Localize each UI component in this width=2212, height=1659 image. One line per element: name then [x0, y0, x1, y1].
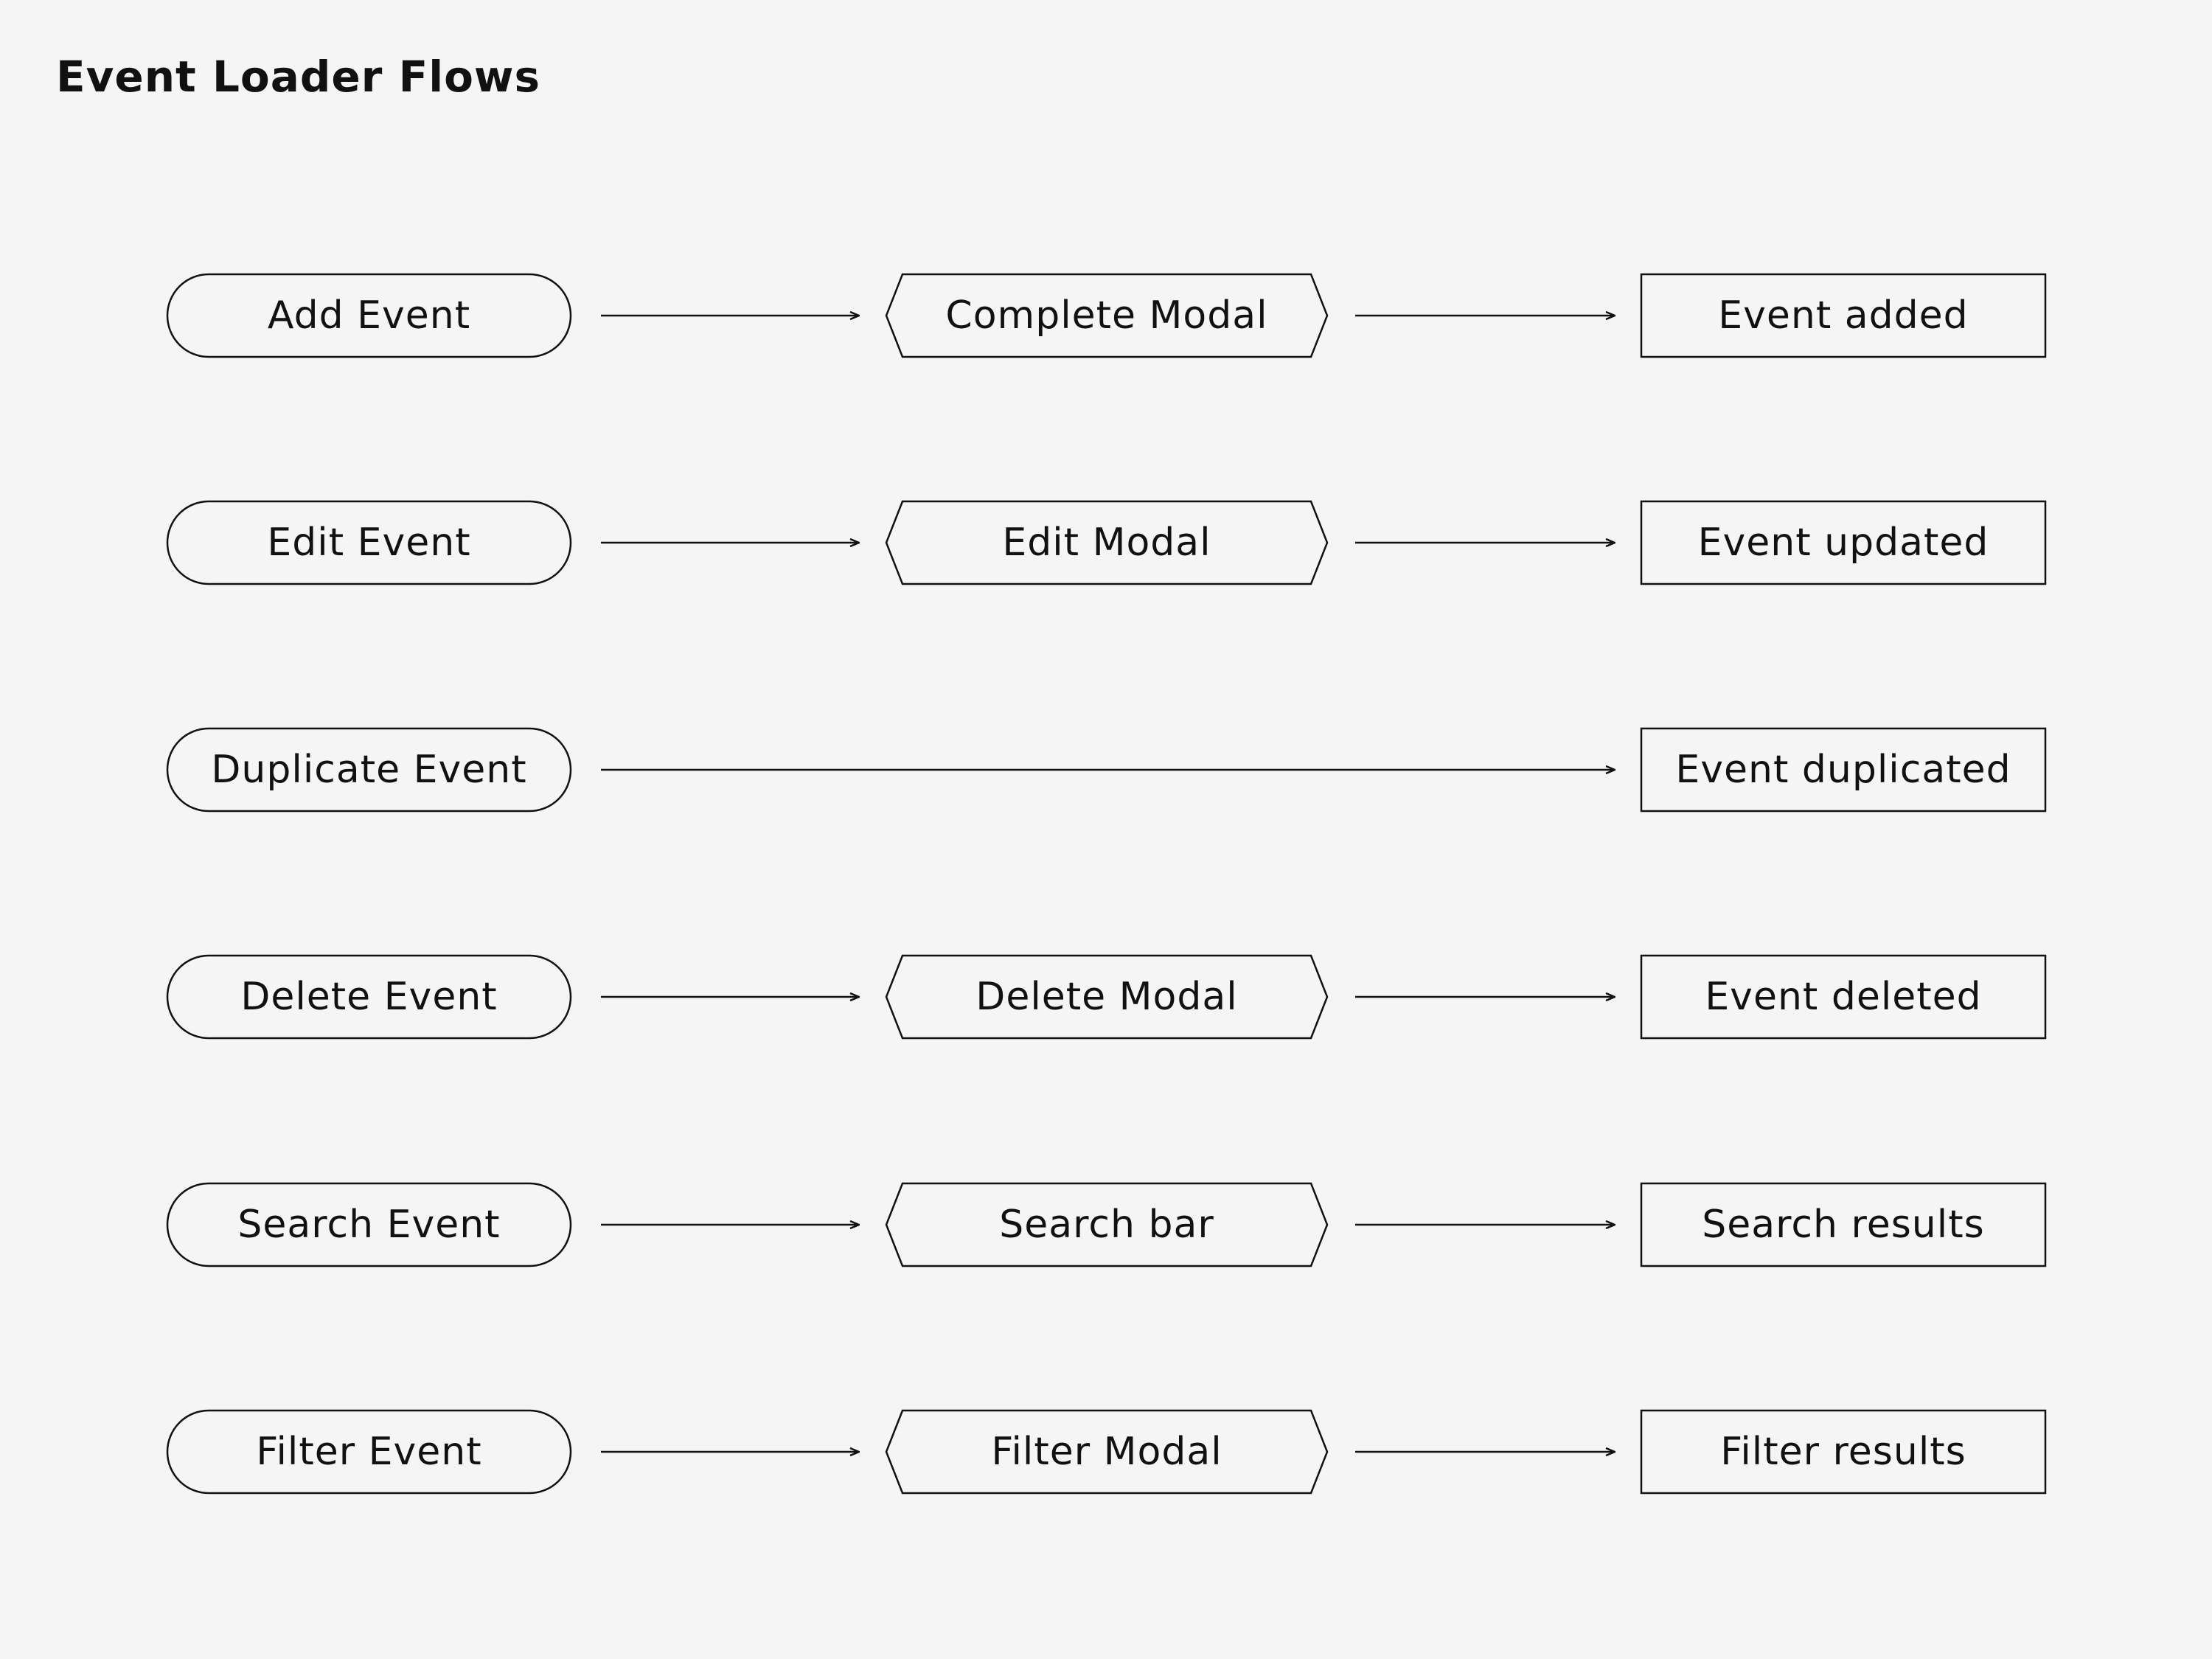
modal-label: Search bar	[999, 1203, 1214, 1247]
result-label: Event added	[1718, 293, 1968, 338]
result-node	[1640, 500, 2047, 585]
flow-row: Edit Event Edit Modal Event updated	[166, 500, 2047, 585]
result-label: Event updated	[1698, 521, 1989, 565]
trigger-label: Filter Event	[256, 1430, 481, 1474]
modal-node	[885, 273, 1329, 358]
modal-node	[885, 1182, 1329, 1267]
result-node	[1640, 273, 2047, 358]
flow-row: Delete Event Delete Modal Event deleted	[166, 954, 2047, 1040]
modal-node	[885, 954, 1329, 1040]
result-label: Filter results	[1720, 1430, 1966, 1474]
modal-label: Delete Modal	[975, 975, 1237, 1019]
result-node	[1640, 954, 2047, 1040]
trigger-node	[166, 1182, 572, 1267]
result-node	[1640, 727, 2047, 813]
result-label: Search results	[1702, 1203, 1984, 1247]
trigger-label: Edit Event	[267, 521, 470, 565]
trigger-node	[166, 954, 572, 1040]
trigger-node	[166, 273, 572, 358]
result-node	[1640, 1409, 2047, 1495]
trigger-label: Duplicate Event	[211, 748, 526, 792]
result-node	[1640, 1182, 2047, 1267]
trigger-label: Delete Event	[240, 975, 497, 1019]
modal-label: Edit Modal	[1002, 521, 1211, 565]
result-label: Event deleted	[1705, 975, 1981, 1019]
trigger-node	[166, 727, 572, 813]
trigger-node	[166, 1409, 572, 1495]
modal-label: Complete Modal	[945, 293, 1267, 338]
trigger-node	[166, 500, 572, 585]
trigger-label: Search Event	[237, 1203, 500, 1247]
trigger-label: Add Event	[268, 293, 470, 338]
result-label: Event duplicated	[1675, 748, 2011, 792]
flow-row: Filter Event Filter Modal Filter results	[166, 1409, 2047, 1495]
modal-node	[885, 1409, 1329, 1495]
flow-row: Search Event Search bar Search results	[166, 1182, 2047, 1267]
modal-node	[885, 500, 1329, 585]
flow-row: Add Event Complete Modal Event added	[166, 273, 2047, 358]
modal-label: Filter Modal	[991, 1430, 1222, 1474]
flow-row: Duplicate Event Event duplicated	[166, 727, 2047, 813]
diagram-title: Event Loader Flows	[56, 52, 541, 102]
